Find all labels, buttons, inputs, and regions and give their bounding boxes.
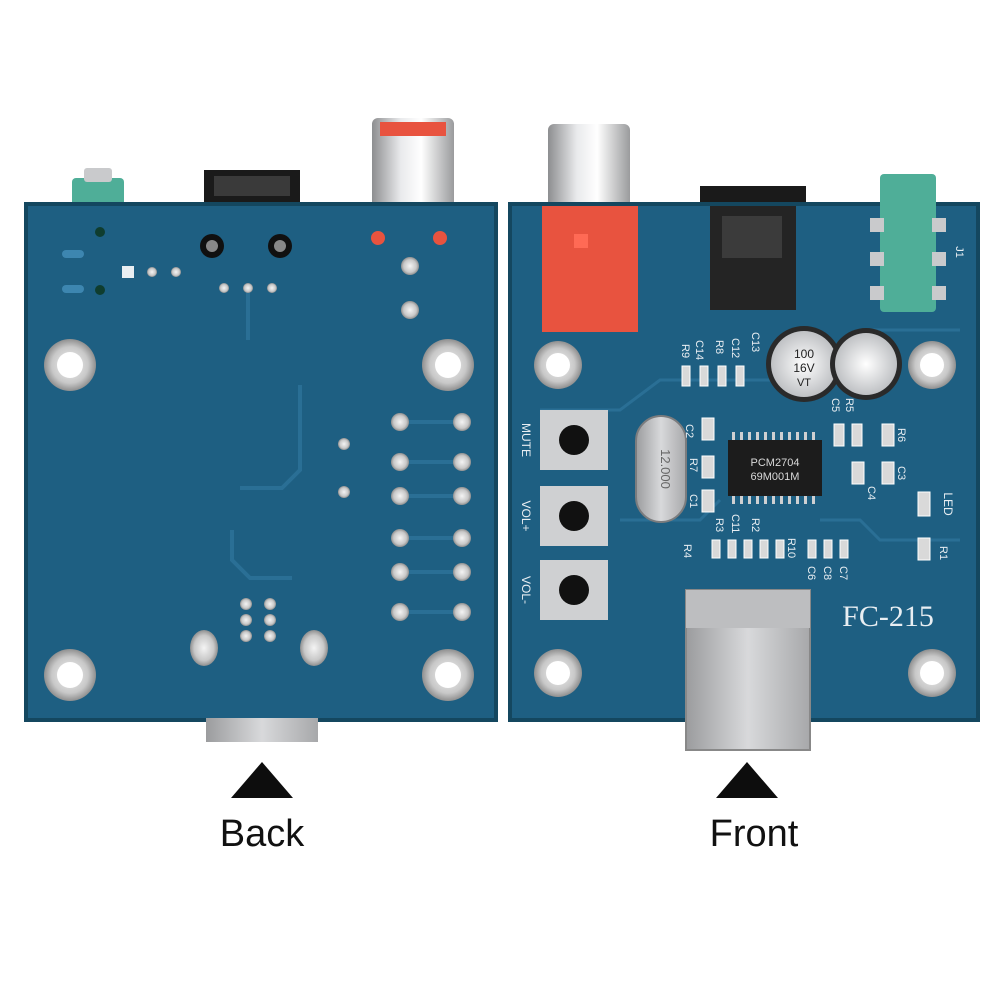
ref-label: C2 — [683, 424, 695, 438]
ref-label: C5 — [829, 398, 841, 412]
cap-series-label: VT — [797, 377, 811, 389]
ref-label: C12 — [729, 338, 741, 358]
green-jack-back — [72, 178, 124, 208]
ref-label: R8 — [713, 340, 725, 354]
mount-hole — [534, 341, 582, 389]
rca-back — [372, 118, 454, 210]
ref-label: R1 — [937, 546, 949, 560]
ref-label: R10 — [785, 538, 797, 558]
mount-hole — [44, 649, 96, 701]
mount-hole — [908, 341, 956, 389]
mount-hole — [422, 649, 474, 701]
front-board — [508, 124, 980, 751]
headphone-jack — [880, 174, 936, 312]
crystal-oscillator — [635, 415, 687, 523]
chip-code-label: 69M001M — [751, 471, 800, 483]
led-label: LED — [941, 492, 955, 516]
crystal-label: 12.000 — [658, 449, 673, 489]
ref-label: R3 — [713, 518, 725, 532]
vol-up-label: VOL+ — [519, 500, 533, 531]
ref-label: R7 — [687, 458, 699, 472]
ref-label: C8 — [821, 566, 833, 580]
back-caption: Back — [219, 813, 305, 855]
ref-label: C13 — [749, 332, 761, 352]
electrolytic-capacitor — [766, 326, 842, 402]
front-arrow-icon — [716, 762, 778, 798]
mount-hole — [422, 339, 474, 391]
ref-label: R9 — [679, 344, 691, 358]
cap-value-label: 100 — [794, 347, 814, 361]
ref-label: C14 — [693, 340, 705, 360]
model-label: FC-215 — [842, 600, 934, 633]
jack-label: J1 — [953, 246, 965, 258]
mute-button — [540, 410, 608, 470]
ref-label: R2 — [749, 518, 761, 532]
ref-label: R4 — [681, 544, 693, 558]
rca-front — [548, 124, 630, 216]
vol-down-button — [540, 560, 608, 620]
ref-label: C4 — [865, 486, 877, 500]
mount-hole — [534, 649, 582, 697]
ref-label: C6 — [805, 566, 817, 580]
cap-voltage-label: 16V — [793, 361, 814, 375]
ref-label: R6 — [895, 428, 907, 442]
ref-label: C3 — [895, 466, 907, 480]
chip-name-label: PCM2704 — [751, 457, 800, 469]
vol-down-label: VOL- — [519, 576, 533, 604]
front-caption: Front — [709, 813, 799, 855]
mount-hole — [44, 339, 96, 391]
mount-hole — [908, 649, 956, 697]
ref-label: C1 — [687, 494, 699, 508]
usb-port-back — [206, 718, 318, 742]
electrolytic-capacitor — [830, 328, 902, 400]
back-board — [24, 118, 498, 742]
ref-label: C11 — [729, 514, 741, 533]
mute-label: MUTE — [519, 423, 533, 457]
vol-up-button — [540, 486, 608, 546]
back-arrow-icon — [231, 762, 293, 798]
pcm2704-chip — [728, 440, 822, 496]
ref-label: C7 — [837, 566, 849, 580]
ref-label: R5 — [843, 398, 855, 412]
